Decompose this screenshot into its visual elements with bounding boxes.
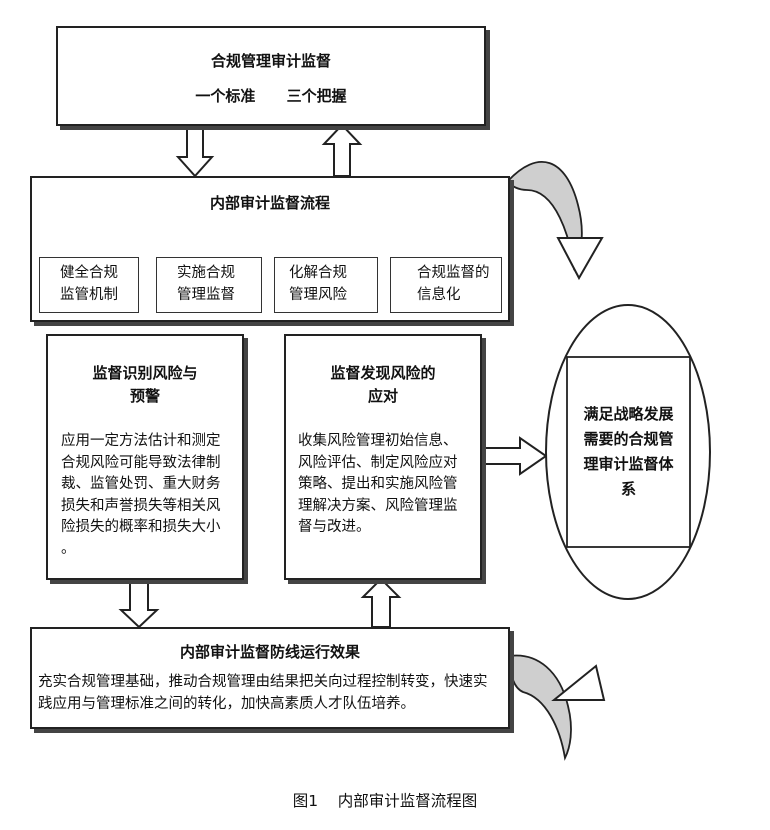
goal-text: 满足战略发展 需要的合规管 理审计监督体 系 [583, 405, 674, 498]
process-box-title: 内部审计监督流程 [209, 194, 330, 212]
risk-identify-box: 监督识别风险与 预警 应用一定方法估计和测定 合规风险可能导致法律制 裁、监管处… [46, 334, 244, 580]
down-arrow-top [175, 125, 215, 178]
down-arrow-bottom [118, 579, 160, 629]
goal-inner-rect [566, 356, 691, 548]
risk-response-title: 监督发现风险的 应对 [330, 364, 436, 405]
process-item-1: 健全合规 监管机制 [39, 257, 139, 313]
up-arrow-bottom [360, 577, 402, 628]
top-box-subtitle: 一个标准 三个把握 [195, 87, 347, 105]
cycle-arrow-upper [505, 161, 604, 281]
effect-box: 内部审计监督防线运行效果 充实合规管理基础，推动合规管理由结果把关向过程控制转变… [30, 627, 510, 729]
top-box: 合规管理审计监督 一个标准 三个把握 [56, 26, 486, 126]
top-box-title: 合规管理审计监督 [210, 52, 331, 70]
cycle-arrow-lower [508, 654, 606, 761]
process-item-2: 实施合规 管理监督 [156, 257, 262, 313]
effect-box-body: 充实合规管理基础，推动合规管理由结果把关向过程控制转变，快速实 践应用与管理标准… [38, 674, 488, 712]
figure-caption: 图1 内部审计监督流程图 [292, 792, 478, 810]
process-box: 内部审计监督流程 健全合规 监管机制 实施合规 管理监督 化解合规 管理风险 合… [30, 176, 510, 322]
right-arrow-goal [481, 436, 548, 476]
process-item-3: 化解合规 管理风险 [274, 257, 378, 313]
risk-response-box: 监督发现风险的 应对 收集风险管理初始信息、 风险评估、制定风险应对 策略、提出… [284, 334, 482, 580]
process-item-4: 合规监督的 信息化 [390, 257, 502, 313]
up-arrow-top [321, 123, 363, 177]
risk-identify-body: 应用一定方法估计和测定 合规风险可能导致法律制 裁、监管处罚、重大财务 损失和声… [61, 433, 221, 557]
risk-response-body: 收集风险管理初始信息、 风险评估、制定风险应对 策略、提出和实施风险管 理解决方… [298, 433, 458, 535]
risk-identify-title: 监督识别风险与 预警 [92, 364, 198, 405]
effect-box-title: 内部审计监督防线运行效果 [179, 643, 360, 661]
